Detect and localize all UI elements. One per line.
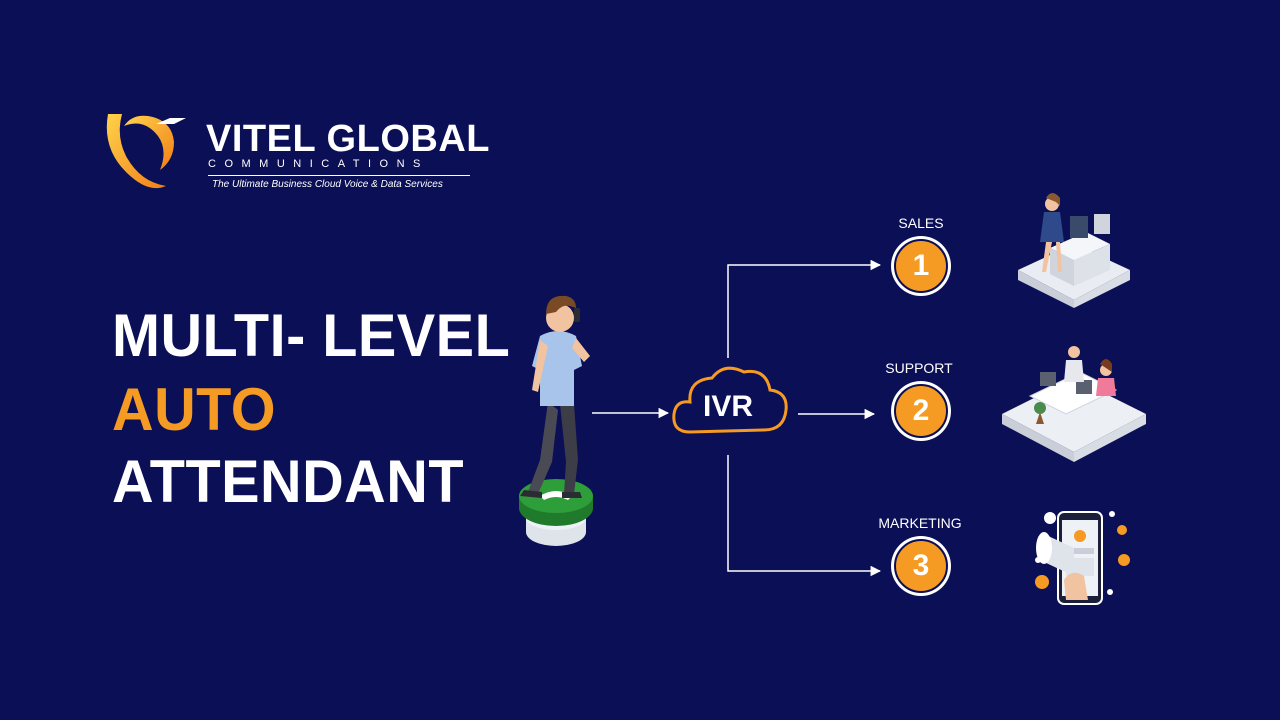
- brand-tagline: The Ultimate Business Cloud Voice & Data…: [212, 179, 443, 190]
- badge-number-3: 3: [912, 549, 930, 582]
- brand-name: VITEL GLOBAL: [206, 118, 490, 160]
- dept-label-sales: SALES: [898, 215, 944, 231]
- caller-person-icon: [519, 295, 593, 546]
- dept-label-support: SUPPORT: [885, 360, 953, 376]
- badge-number-2: 2: [912, 394, 930, 427]
- brand-logo: VITEL GLOBAL COMMUNICATIONS The Ultimate…: [104, 106, 489, 196]
- badge-2: [891, 381, 951, 441]
- dept-label-marketing: MARKETING: [878, 515, 962, 531]
- marketing-phone-illustration: [1035, 511, 1130, 605]
- support-office-illustration: [1002, 346, 1146, 462]
- headline-line-3: ATTENDANT: [112, 448, 465, 515]
- brand-subtitle: COMMUNICATIONS: [208, 158, 429, 170]
- headline-line-2: AUTO: [112, 376, 277, 443]
- ivr-label: IVR: [702, 390, 753, 423]
- vitel-logo-icon: [106, 114, 186, 189]
- badge-1: [891, 236, 951, 296]
- badge-number-1: 1: [912, 249, 930, 282]
- ivr-cloud-icon: [672, 366, 788, 434]
- brand-divider: [208, 175, 470, 176]
- headline-line-1: MULTI- LEVEL: [112, 302, 511, 369]
- badge-3: [891, 536, 951, 596]
- sales-desk-illustration: [1018, 193, 1130, 308]
- ivr-to-sales-arrow: [727, 259, 882, 358]
- ivr-to-marketing-arrow: [727, 455, 882, 577]
